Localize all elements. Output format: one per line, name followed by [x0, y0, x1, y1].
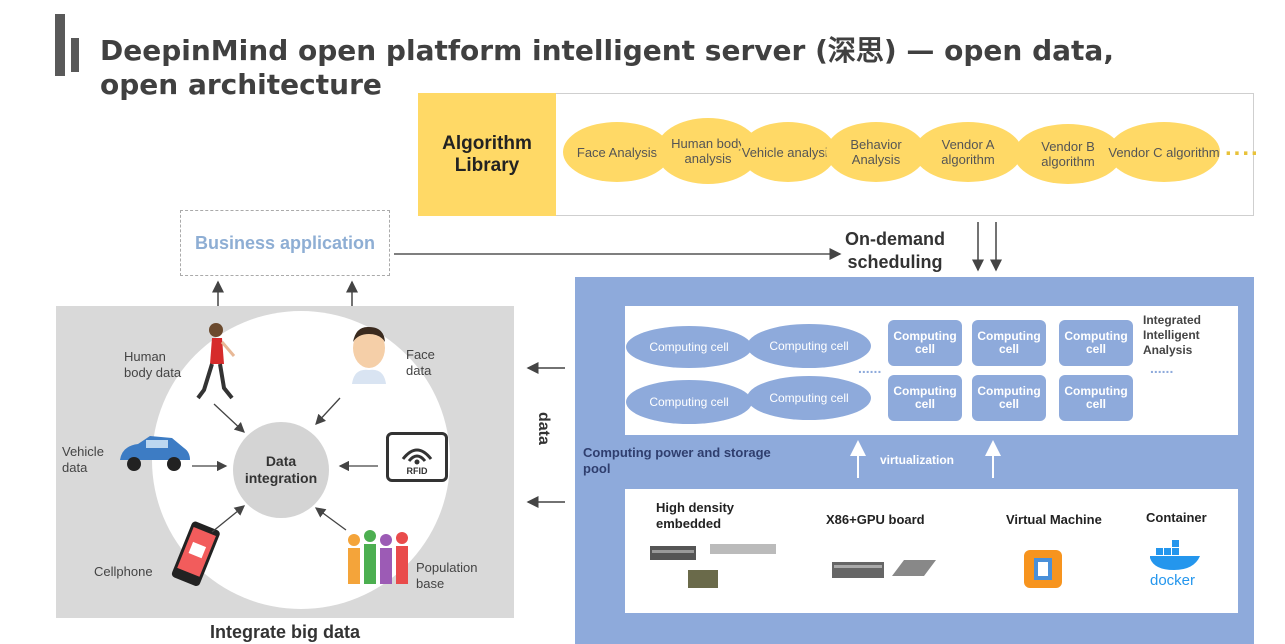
- computing-cell: Computing cell: [747, 324, 871, 368]
- algorithm-item: Behavior Analysis: [826, 122, 926, 182]
- computing-cell: Computing cell: [747, 376, 871, 420]
- algorithm-item: Vendor C algorithm: [1108, 122, 1220, 182]
- computing-cell: Computing cell: [626, 326, 752, 368]
- docker-whale-icon: [1150, 540, 1200, 570]
- computing-pool-label: Computing power and storage pool: [583, 445, 771, 476]
- computing-more-dots: ......: [858, 360, 882, 376]
- car-icon: [120, 436, 190, 471]
- page-title: DeepinMind open platform intelligent ser…: [100, 34, 1114, 101]
- data-integration-node: Data integration: [233, 422, 329, 518]
- virtual-machine-icon: [1024, 550, 1062, 588]
- face-data-label: Face data: [406, 347, 435, 378]
- x86-gpu-label: X86+GPU board: [826, 512, 925, 527]
- data-flow-label: data: [535, 412, 552, 445]
- algorithm-item: Face Analysis: [563, 122, 671, 182]
- rfid-icon: RFID: [386, 432, 448, 482]
- integrated-analysis-label: Integrated Intelligent Analysis: [1143, 313, 1202, 357]
- human-body-data-label: Human body data: [124, 349, 182, 380]
- business-application-box: Business application: [180, 210, 390, 276]
- person-walking-icon: [196, 323, 236, 400]
- container-label: Container: [1146, 510, 1207, 525]
- wifi-signal-icon: [401, 448, 433, 465]
- embedded-label: High density embedded: [656, 500, 735, 531]
- integrate-big-data-caption: Integrate big data: [209, 622, 361, 642]
- algorithm-item: Vendor A algorithm: [914, 122, 1022, 182]
- algorithm-library-label: Algorithm Library: [418, 93, 556, 216]
- integrated-more-dots: ......: [1150, 360, 1174, 376]
- virtual-machine-label: Virtual Machine: [1006, 512, 1102, 527]
- vehicle-data-label: Vehicle data: [62, 444, 104, 475]
- title-accent-bar: [55, 14, 65, 76]
- population-icon: [348, 530, 408, 584]
- computing-cell: Computing cell: [626, 380, 752, 424]
- cellphone-label: Cellphone: [94, 564, 153, 579]
- rfid-label: RFID: [406, 466, 428, 476]
- algorithm-more-dots: ....: [1225, 134, 1260, 161]
- computing-cell: Computing cell: [1059, 375, 1133, 421]
- cellphone-icon: [171, 521, 220, 586]
- computing-cell: Computing cell: [972, 375, 1046, 421]
- docker-label: docker: [1150, 572, 1196, 589]
- algorithm-item: Vehicle analysis: [740, 122, 836, 182]
- virtualization-label: virtualization: [880, 453, 955, 467]
- computing-cell: Computing cell: [888, 375, 962, 421]
- population-base-label: Population base: [416, 560, 478, 591]
- title-accent-bar-small: [71, 38, 79, 72]
- on-demand-scheduling-label: On-demand scheduling: [844, 229, 945, 272]
- embedded-server-icon: [650, 544, 776, 588]
- gpu-board-icon: [832, 560, 936, 578]
- algorithm-item: Vendor B algorithm: [1014, 124, 1122, 184]
- computing-cell: Computing cell: [1059, 320, 1133, 366]
- face-icon: [352, 326, 386, 384]
- computing-cell: Computing cell: [972, 320, 1046, 366]
- computing-cell: Computing cell: [888, 320, 962, 366]
